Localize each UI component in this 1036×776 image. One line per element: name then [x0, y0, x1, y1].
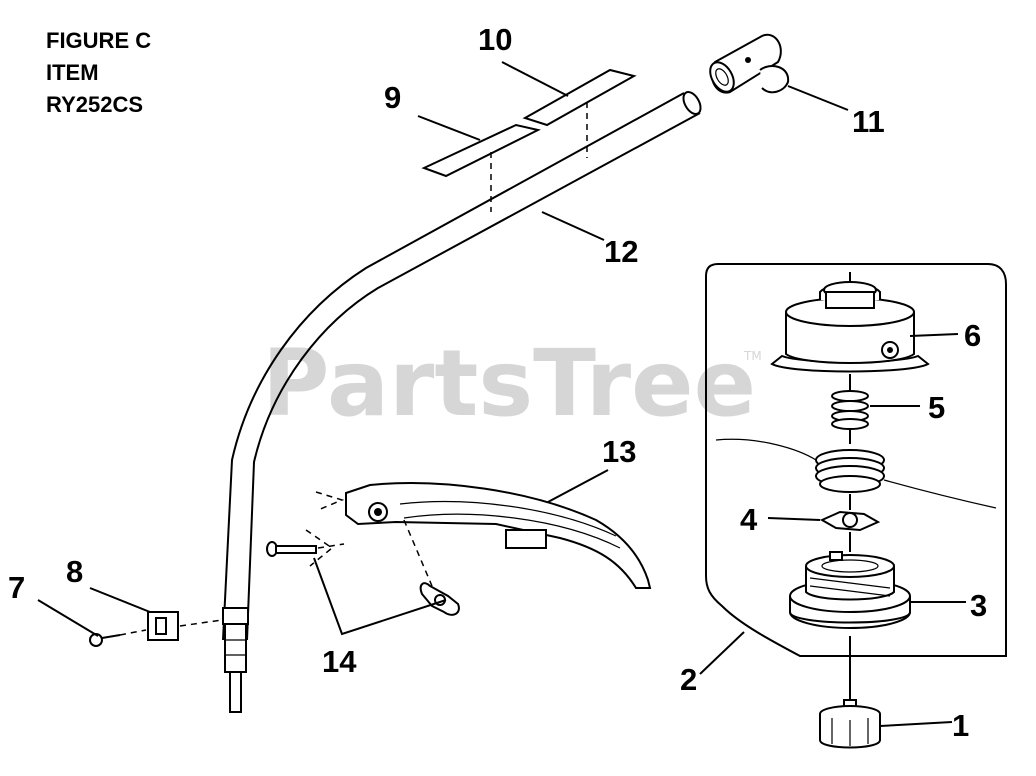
callout-2: 2 [680, 662, 697, 697]
callout-14: 14 [322, 644, 357, 679]
callout-4: 4 [740, 502, 758, 537]
callout-13: 13 [602, 434, 636, 469]
line-retainer [819, 510, 881, 532]
watermark: PartsTree [262, 330, 756, 437]
callout-5: 5 [928, 390, 945, 425]
watermark-trademark: TM [743, 349, 762, 363]
figure-title: FIGURE C [46, 28, 152, 53]
spring [831, 390, 869, 430]
figure-model: RY252CS [46, 92, 144, 117]
wing-nut [403, 519, 460, 616]
guard-bolt [266, 529, 345, 567]
debris-guard [315, 482, 652, 589]
shaft-clamp [147, 611, 223, 641]
callout-9: 9 [384, 80, 401, 115]
callout-6: 6 [964, 318, 981, 353]
bump-knob [819, 699, 881, 749]
label-decal-10 [522, 68, 637, 158]
callout-8: 8 [66, 554, 83, 589]
tube-coupler [709, 33, 790, 94]
spool-cover [770, 281, 930, 373]
callout-12: 12 [604, 234, 638, 269]
callout-11: 11 [852, 104, 885, 139]
callout-10: 10 [478, 22, 512, 57]
clamp-screw [89, 629, 147, 647]
trimmer-line-coil [715, 438, 997, 509]
figure-item-label: ITEM [46, 60, 99, 85]
callout-1: 1 [952, 708, 969, 743]
label-decal-9 [421, 123, 541, 212]
trimmer-head-group-outline [705, 263, 1007, 657]
shaft [222, 91, 702, 713]
callout-3: 3 [970, 588, 987, 623]
callout-7: 7 [8, 570, 25, 605]
spool [789, 551, 911, 629]
leader-lines [37, 61, 966, 727]
